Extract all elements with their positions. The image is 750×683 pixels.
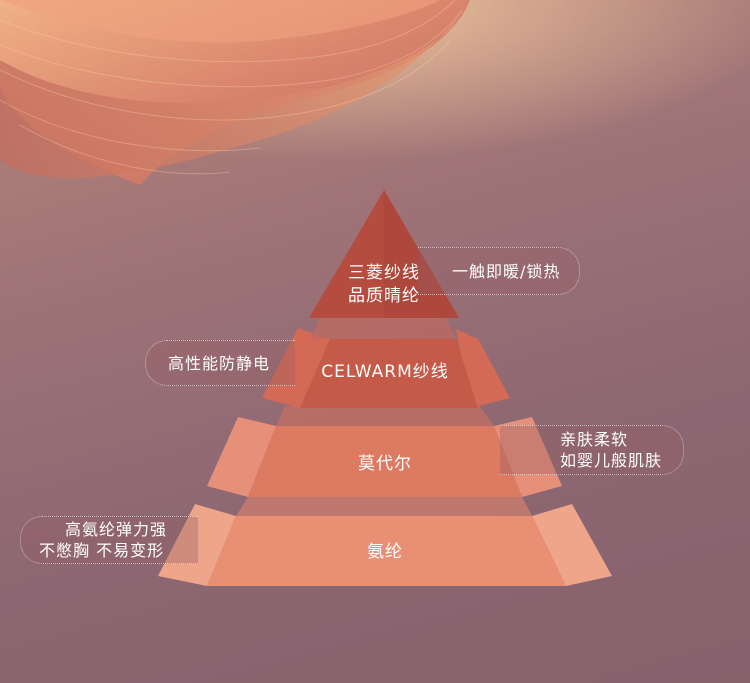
callout-soft: 亲肤柔软 如婴儿般肌肤 — [500, 425, 684, 475]
gap-band — [276, 406, 494, 426]
tier2-label: CELWARM纱线 — [321, 362, 449, 382]
tier2-shape — [300, 339, 478, 408]
tier3-shape — [248, 426, 522, 497]
callout-warmth: 一触即暖/锁热 — [418, 247, 580, 295]
gap-band — [236, 497, 532, 516]
tier1-label: 三菱纱线 品质晴纶 — [348, 263, 420, 306]
tier3-label: 莫代尔 — [358, 454, 412, 474]
tier4-right-wing — [532, 504, 612, 586]
tier3-left-wing — [207, 417, 276, 497]
callout-elastic: 高氨纶弹力强 不憋胸 不易变形 — [20, 516, 198, 564]
callout-antistatic: 高性能防静电 — [145, 340, 295, 386]
tier4-shape — [207, 516, 566, 586]
tier2-left-wing — [262, 328, 330, 408]
gap-band — [310, 318, 456, 339]
tier4-label: 氨纶 — [367, 542, 403, 562]
